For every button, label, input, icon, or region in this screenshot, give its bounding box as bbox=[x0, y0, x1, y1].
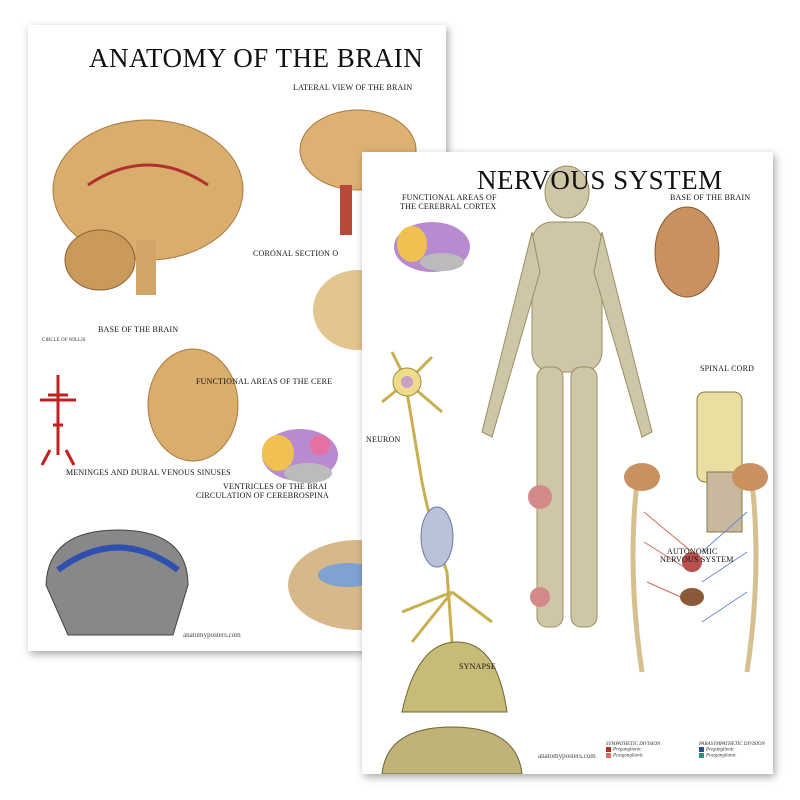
autonomic-nervous-system bbox=[624, 463, 768, 673]
cerebellum bbox=[64, 229, 136, 291]
section-heading: NEURON bbox=[366, 435, 401, 444]
legend-title: PARASYMPATHETIC DIVISION bbox=[699, 742, 765, 747]
legend-item: Preganglionic bbox=[699, 747, 765, 753]
circle-of-willis bbox=[40, 375, 76, 466]
section-heading: FUNCTIONAL AREAS OF THE CERE bbox=[196, 377, 333, 386]
section-heading: CIRCLE OF WILLIS bbox=[42, 338, 86, 343]
legend-item: Postganglionic bbox=[699, 752, 765, 759]
synapse bbox=[401, 641, 508, 713]
legend-title: SYMPATHETIC DIVISION bbox=[606, 742, 661, 747]
section-heading: SYNAPSE bbox=[459, 662, 496, 671]
section-heading: BASE OF THE BRAIN bbox=[98, 325, 179, 334]
section-heading: THE CEREBRAL CORTEX bbox=[400, 202, 497, 211]
nervous-system-poster: NERVOUS SYSTEM FUNCTIONAL AREAS OF THE C… bbox=[362, 152, 773, 774]
section-heading: FUNCTIONAL AREAS OF bbox=[402, 193, 497, 202]
base-brain bbox=[654, 206, 720, 298]
section-heading: SPINAL CORD bbox=[700, 364, 755, 373]
legend-item: Postganglionic bbox=[606, 752, 660, 759]
website-label: anatomyposters.com bbox=[183, 631, 241, 639]
parasympathetic-legend: PARASYMPATHETIC DIVISION Preganglionic P… bbox=[699, 742, 765, 758]
brain-illustrations bbox=[40, 109, 428, 636]
section-heading: CIRCULATION OF CEREBROSPINA bbox=[196, 491, 329, 500]
nervous-illustrations bbox=[381, 165, 768, 774]
section-heading: CORONAL SECTION O bbox=[253, 249, 339, 258]
brainstem bbox=[136, 240, 156, 295]
poster-title: NERVOUS SYSTEM bbox=[477, 165, 723, 195]
sympathetic-legend: SYMPATHETIC DIVISION Preganglionic Postg… bbox=[606, 742, 660, 758]
human-body-nerves bbox=[481, 165, 653, 628]
section-heading: BASE OF THE BRAIN bbox=[670, 193, 751, 202]
base-brain bbox=[147, 348, 239, 462]
website-label: anatomyposters.com bbox=[538, 752, 596, 760]
legend-label: Postganglionic bbox=[706, 753, 737, 759]
legend-item: Preganglionic bbox=[606, 747, 660, 753]
section-heading: VENTRICLES OF THE BRAI bbox=[223, 482, 328, 491]
section-heading: MENINGES AND DURAL VENOUS SINUSES bbox=[66, 468, 231, 477]
spinal-cord bbox=[696, 391, 743, 533]
legend-label: Preganglionic bbox=[613, 747, 642, 753]
section-heading: NERVOUS SYSTEM bbox=[660, 555, 734, 564]
legend-label: Postganglionic bbox=[613, 753, 644, 759]
section-heading: AUTONOMIC bbox=[667, 547, 718, 556]
neuron bbox=[381, 351, 493, 643]
legend-label: Preganglionic bbox=[706, 747, 735, 753]
section-heading: LATERAL VIEW OF THE BRAIN bbox=[293, 83, 413, 92]
poster-title: ANATOMY OF THE BRAIN bbox=[89, 43, 424, 73]
